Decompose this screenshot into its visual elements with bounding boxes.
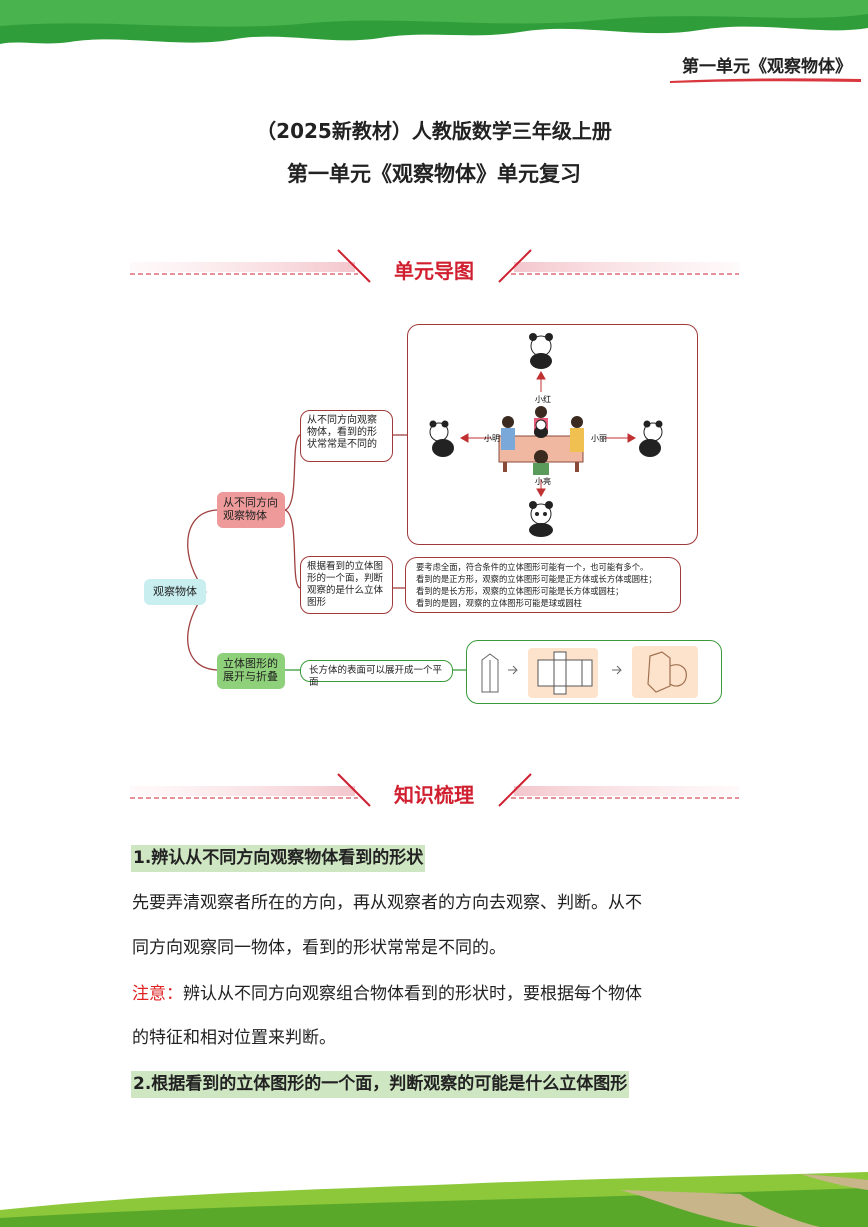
panda-right — [639, 420, 663, 457]
mindmap-branch-unfold: 立体图形的展开与折叠 — [217, 653, 285, 689]
unfold-illustration — [481, 646, 698, 698]
panda-top — [529, 333, 553, 369]
detail-line-1: 要考虑全面，符合条件的立体图形可能有一个，也可能有多个。 — [416, 562, 649, 572]
knowledge-para-1-line2: 同方向观察同一物体，看到的形状常常是不同的。 — [132, 938, 506, 958]
section-divider-left-2 — [130, 773, 371, 807]
section-title-mindmap: 单元导图 — [394, 259, 474, 283]
mindmap-detail-box: 要考虑全面，符合条件的立体图形可能有一个，也可能有多个。 看到的是正方形，观察的… — [405, 557, 681, 613]
section-title-knowledge: 知识梳理 — [394, 783, 474, 807]
mindmap-child-different-shapes: 从不同方向观察物体，看到的形状常常是不同的 — [300, 410, 393, 462]
running-header-underline — [670, 78, 861, 83]
top-banner — [0, 0, 868, 44]
observation-illustration: 小红 小明 小丽 小亮 — [429, 333, 663, 537]
knowledge-para-1-line1: 先要弄清观察者所在的方向，再从观察者的方向去观察、判断。从不 — [132, 893, 642, 913]
section-divider-right — [498, 249, 739, 283]
doc-title-line1: （2025新教材）人教版数学三年级上册 — [256, 119, 612, 143]
mindmap-child-judge-solid: 根据看到的立体图形的一个面，判断观察的是什么立体图形 — [300, 556, 393, 614]
mindmap-child-unfold-plane: 长方体的表面可以展开成一个平面 — [300, 660, 453, 688]
arrow-right-icon — [508, 665, 518, 675]
section-divider-right-2 — [498, 773, 739, 807]
knowledge-note-line2: 的特征和相对位置来判断。 — [132, 1028, 336, 1048]
running-header: 第一单元《观察物体》 — [682, 57, 852, 77]
mindmap-root: 观察物体 — [144, 579, 206, 605]
observer-right-label: 小丽 — [591, 434, 607, 443]
note-text: 辨认从不同方向观察组合物体看到的形状时，要根据每个物体 — [183, 984, 642, 1004]
detail-line-3: 看到的是长方形，观察的立体图形可能是长方体或圆柱； — [416, 586, 624, 596]
unfolded-net-icon — [537, 651, 593, 695]
unfold-illustration-box — [466, 640, 722, 704]
observer-bottom-label: 小亮 — [535, 476, 551, 486]
knowledge-heading-1: 1.辨认从不同方向观察物体看到的形状 — [131, 845, 426, 872]
panda-left — [429, 420, 454, 457]
note-label: 注意： — [132, 984, 183, 1004]
observer-left-label: 小明 — [484, 434, 500, 443]
knowledge-heading-2: 2.根据看到的立体图形的一个面，判断观察的可能是什么立体图形 — [131, 1071, 630, 1098]
section-divider-left — [130, 249, 371, 283]
knowledge-note-line1: 注意：辨认从不同方向观察组合物体看到的形状时，要根据每个物体 — [132, 983, 742, 1005]
doc-title-line2: 第一单元《观察物体》单元复习 — [287, 162, 581, 186]
panda-bottom — [529, 501, 553, 537]
detail-line-2: 看到的是正方形，观察的立体图形可能是正方体或长方体或圆柱； — [416, 574, 657, 584]
mindmap-branch-observe: 从不同方向观察物体 — [217, 492, 285, 528]
table-with-children — [498, 406, 584, 475]
arrow-right-icon-2 — [612, 665, 622, 675]
observer-top-label: 小红 — [535, 394, 551, 404]
milk-carton-icon — [481, 653, 499, 693]
detail-line-4: 看到的是圆，观察的立体图形可能是球或圆柱 — [416, 598, 582, 608]
hand-folding-icon — [647, 651, 687, 693]
bottom-grass-banner — [0, 1172, 868, 1227]
